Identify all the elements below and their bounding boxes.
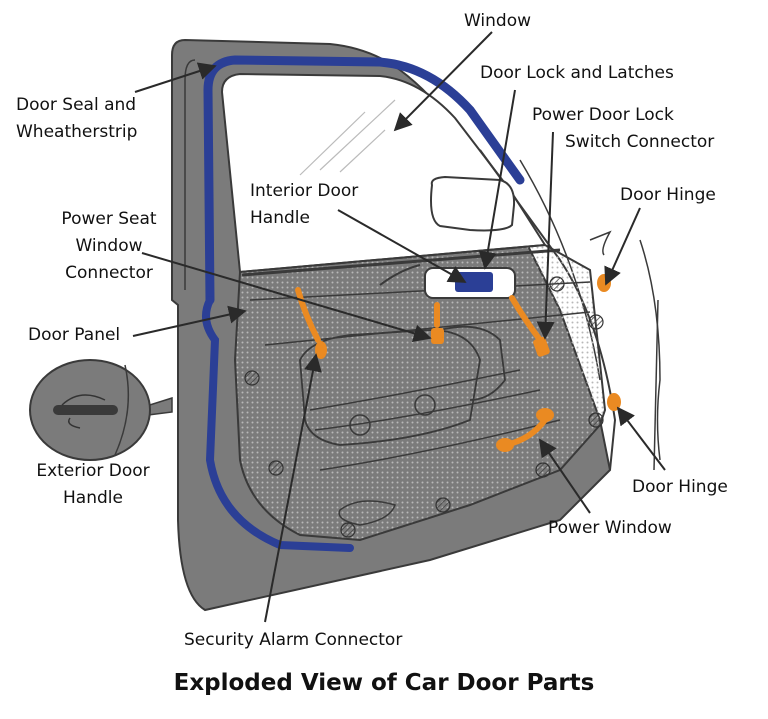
- label-door-lock-latches: Door Lock and Latches: [480, 63, 674, 83]
- label-door-hinge-top: Door Hinge: [620, 185, 716, 205]
- label-security-alarm: Security Alarm Connector: [184, 630, 403, 650]
- label-door-seal: Door Seal and Wheatherstrip: [16, 92, 137, 146]
- label-exterior-handle-line2: Handle: [63, 488, 123, 508]
- label-interior-handle-line2: Handle: [250, 208, 310, 228]
- label-interior-handle-line1: Interior Door: [250, 181, 359, 201]
- lock-switch: [455, 272, 493, 292]
- label-power-seat-line1: Power Seat: [61, 209, 157, 229]
- leader-interior-handle: [337, 209, 467, 283]
- diagram-title: Exploded View of Car Door Parts: [173, 670, 595, 696]
- label-power-door-lock-line1: Power Door Lock: [532, 105, 674, 125]
- label-door-hinge-bottom: Door Hinge: [632, 477, 728, 497]
- label-interior-handle: Interior Door Handle: [250, 178, 358, 232]
- leader-door-seal: [134, 62, 217, 93]
- leader-lines: [132, 31, 666, 623]
- label-power-seat-line2: Window: [75, 236, 143, 256]
- side-mirror: [430, 175, 516, 232]
- leader-door-lock: [478, 89, 516, 270]
- label-door-panel: Door Panel: [28, 325, 121, 345]
- label-power-seat-line3: Connector: [65, 263, 153, 283]
- leader-power-window: [538, 438, 591, 514]
- label-power-seat: Power Seat Window Connector: [48, 206, 170, 287]
- leader-door-hinge-bottom: [616, 406, 666, 471]
- label-power-door-lock: Power Door Lock Switch Connector: [532, 102, 714, 156]
- exterior-handle-icon: [53, 405, 118, 415]
- label-exterior-handle: Exterior Door Handle: [28, 458, 158, 512]
- label-door-seal-line2: Wheatherstrip: [16, 122, 138, 142]
- screw-holes: [244, 276, 604, 538]
- label-exterior-handle-line1: Exterior Door: [36, 461, 150, 481]
- leader-door-hinge-top: [604, 207, 641, 286]
- leader-power-seat: [141, 252, 432, 343]
- leader-power-door-lock: [536, 131, 555, 340]
- leader-door-panel: [132, 305, 247, 337]
- leader-security-alarm: [264, 353, 322, 623]
- label-window: Window: [464, 11, 532, 31]
- label-door-seal-line1: Door Seal and: [16, 95, 137, 115]
- leader-window: [393, 31, 493, 132]
- label-power-window: Power Window: [548, 518, 672, 538]
- label-power-door-lock-line2: Switch Connector: [565, 132, 715, 152]
